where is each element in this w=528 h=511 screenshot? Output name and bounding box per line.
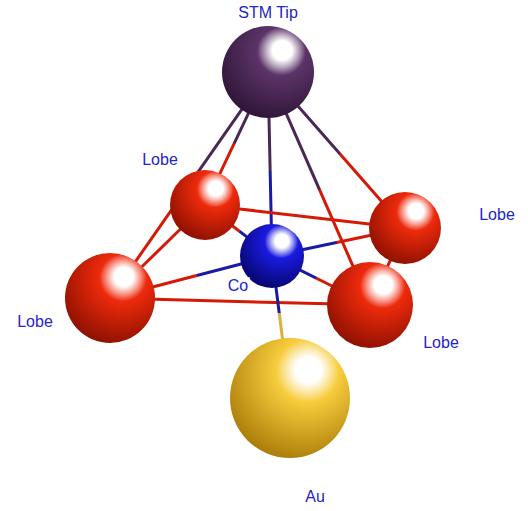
lobe-sphere: Lobe xyxy=(369,192,441,264)
bond-line xyxy=(142,229,180,266)
bond-line xyxy=(233,226,247,236)
bond-line xyxy=(301,270,332,285)
sphere-fill xyxy=(65,253,155,343)
atom-label: Lobe xyxy=(140,151,180,169)
atom-label: STM Tip xyxy=(236,4,300,22)
sphere-shape xyxy=(170,170,240,240)
sphere-shape xyxy=(230,338,350,458)
atom-label: Lobe xyxy=(421,334,461,352)
sphere-fill xyxy=(369,192,441,264)
au-sphere: Au xyxy=(230,338,350,458)
stm-tip-sphere: STM Tip xyxy=(222,26,314,118)
sphere-fill xyxy=(230,338,350,458)
atom-label: Lobe xyxy=(477,206,517,224)
atom-label: Co xyxy=(226,277,250,295)
sphere-shape xyxy=(327,262,413,348)
bond-line xyxy=(388,261,390,266)
sphere-shape xyxy=(369,192,441,264)
sphere-fill xyxy=(170,170,240,240)
sphere-fill xyxy=(222,26,314,118)
lobe-sphere: Lobe xyxy=(327,262,413,348)
sphere-fill xyxy=(327,262,413,348)
bond-line xyxy=(276,288,282,339)
atom-label: Lobe xyxy=(15,313,55,331)
bond-line xyxy=(155,299,327,304)
co-sphere: Co xyxy=(240,224,304,288)
bond-line xyxy=(240,209,369,224)
lobe-sphere: Lobe xyxy=(170,170,240,240)
bond-line xyxy=(303,235,369,249)
sphere-shape xyxy=(222,26,314,118)
sphere-shape xyxy=(65,253,155,343)
bond-line xyxy=(298,107,381,201)
bond-line xyxy=(269,118,271,224)
atom-label: Au xyxy=(303,488,327,506)
lobe-sphere: Lobe xyxy=(65,253,155,343)
bond-line xyxy=(136,110,242,261)
